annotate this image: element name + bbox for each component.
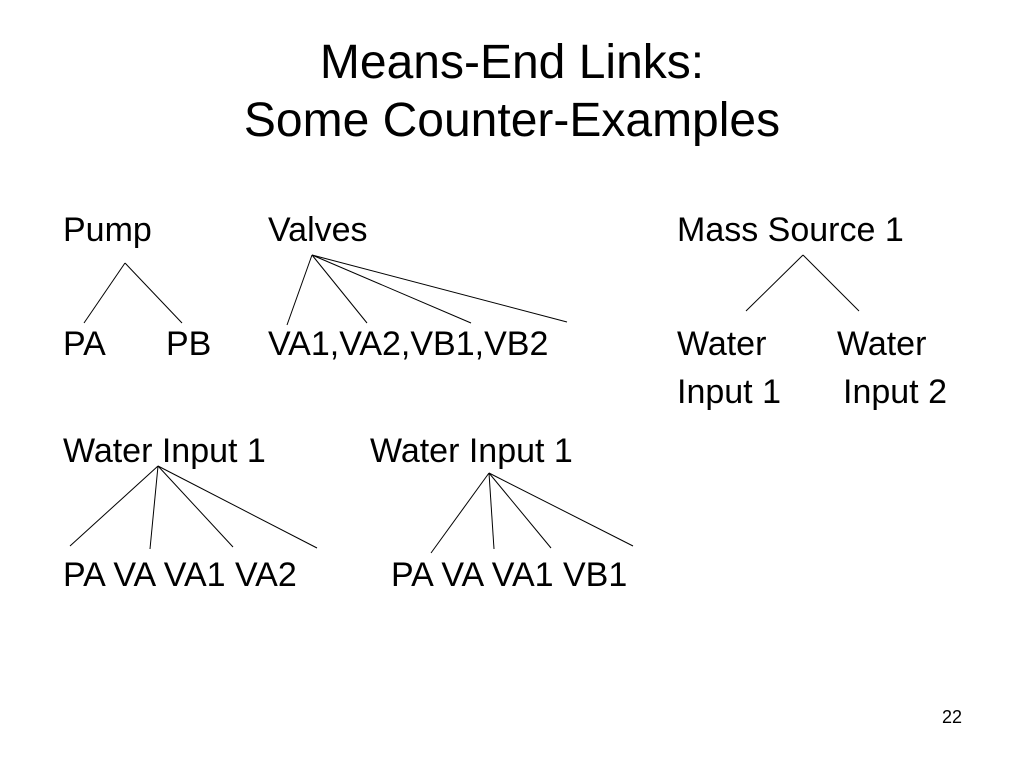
link-wia-va — [149, 465, 159, 550]
pb-node: PB — [166, 325, 212, 363]
water-input-a-children: PA VA VA1 VA2 — [63, 556, 297, 594]
link-wia-va1 — [157, 465, 234, 548]
mass-source-node: Mass Source 1 — [677, 211, 904, 249]
link-wib-va1 — [488, 472, 552, 549]
water-input-b-children: PA VA VA1 VB1 — [391, 556, 628, 594]
link-wia-va2 — [157, 465, 318, 549]
slide-page-number: 22 — [941, 707, 962, 727]
water-input-a-node: Water Input 1 — [63, 432, 266, 470]
title-line-2: Some Counter-Examples — [243, 94, 781, 147]
link-valves-vb1 — [311, 254, 472, 324]
water-input-2-sub: Input 2 — [843, 373, 947, 411]
link-wib-va — [488, 472, 495, 550]
link-mass-water1 — [745, 254, 804, 312]
slide-title: Means-End Links: Some Counter-Examples — [0, 34, 1024, 150]
link-valves-va1 — [286, 254, 313, 326]
valves-children-node: VA1,VA2,VB1,VB2 — [268, 325, 549, 363]
link-pump-pa — [83, 262, 126, 324]
link-valves-va2 — [311, 254, 368, 324]
link-wia-pa — [69, 465, 159, 547]
link-wib-pa — [430, 472, 490, 554]
valves-node: Valves — [268, 211, 368, 249]
pa-node: PA — [63, 325, 106, 363]
link-wib-vb1 — [488, 472, 634, 547]
link-pump-pb — [124, 262, 183, 324]
water-input-b-node: Water Input 1 — [370, 432, 573, 470]
title-line-1: Means-End Links: — [319, 36, 705, 89]
pump-node: Pump — [63, 211, 152, 249]
link-mass-water2 — [802, 254, 860, 312]
link-valves-vb2 — [311, 254, 568, 323]
water-input-1-word: Water — [677, 325, 767, 363]
water-input-2-word: Water — [837, 325, 927, 363]
water-input-1-sub: Input 1 — [677, 373, 781, 411]
